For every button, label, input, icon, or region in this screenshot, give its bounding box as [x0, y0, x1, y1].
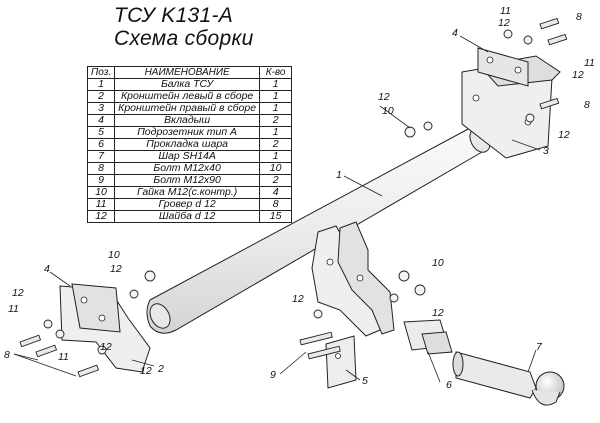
bom-pos: 2 [86, 90, 116, 103]
callout-8-right: 8 [584, 99, 590, 111]
bom-qty: 4 [259, 186, 293, 199]
bom-pos: 12 [86, 210, 116, 223]
bom-name: Подрозетник тип А [114, 126, 261, 139]
bom-pos: 10 [86, 186, 116, 199]
callout-2: 2 [157, 363, 164, 375]
callout-4-left: 4 [44, 263, 50, 275]
ball-pads [403, 319, 453, 355]
bom-header-name: НАИМЕНОВАНИЕ [114, 66, 261, 79]
bom-qty: 1 [259, 126, 293, 139]
bom-pos: 11 [86, 198, 116, 211]
bom-pos: 5 [86, 126, 116, 139]
bom-pos: 6 [86, 138, 116, 151]
bom-name: Прокладка шара [114, 138, 261, 151]
bolts [19, 17, 568, 378]
bom-header-pos: Поз. [86, 66, 116, 79]
callout-8-top: 8 [576, 11, 582, 23]
bom-qty: 1 [259, 90, 293, 103]
bom-name: Шайба d 12 [114, 210, 261, 223]
bom-header-qty: К-во [259, 66, 293, 79]
callout-9: 9 [270, 369, 276, 381]
leader-lines [13, 35, 541, 383]
bom-qty: 15 [259, 210, 293, 223]
bom-name: Кронштейн левый в сборе [114, 90, 261, 103]
title-line-1: ТСУ K131-А [114, 4, 234, 27]
callout-8-left: 8 [4, 349, 10, 361]
bom-pos: 4 [86, 114, 116, 127]
callout-3: 3 [543, 145, 549, 157]
bom-pos: 1 [86, 78, 116, 91]
title-line-2: Схема сборки [114, 27, 254, 50]
callout-11-left: 11 [8, 303, 19, 315]
right-insert-plate [477, 47, 529, 87]
callout-11-left2: 11 [58, 351, 69, 363]
bom-name: Кронштейн правый в сборе [114, 102, 261, 115]
bom-qty: 2 [259, 114, 293, 127]
callout-12-right: 12 [572, 69, 584, 81]
bom-qty: 1 [259, 150, 293, 163]
callout-6: 6 [446, 379, 452, 391]
callout-5: 5 [362, 375, 368, 387]
bom-name: Болт М12х90 [114, 174, 261, 187]
bom-qty: 2 [259, 138, 293, 151]
nuts-washers [43, 29, 535, 355]
bom-pos: 8 [86, 162, 116, 175]
callout-1: 1 [336, 169, 342, 181]
callout-12-left2: 12 [110, 263, 122, 275]
callout-10-top: 10 [382, 105, 394, 117]
callout-7: 7 [536, 341, 543, 353]
bom-name: Гайка М12(с.контр.) [114, 186, 261, 199]
bom-qty: 10 [259, 162, 293, 175]
bom-qty: 8 [259, 198, 293, 211]
left-bracket [59, 283, 151, 373]
callout-11-right: 11 [584, 57, 595, 69]
callout-12-left3: 12 [100, 341, 112, 353]
callout-10-left: 10 [108, 249, 120, 261]
callout-labels: 1 2 3 4 4 5 6 7 8 8 8 9 10 10 10 11 11 1… [4, 5, 595, 391]
bom-header-row: Поз. НАИМЕНОВАНИЕ К-во [86, 66, 293, 79]
callout-4-top: 4 [452, 27, 458, 39]
bom-name: Вкладыш [114, 114, 261, 127]
bom-name: Болт М12х40 [114, 162, 261, 175]
bom-pos: 7 [86, 150, 116, 163]
callout-12-bolt: 12 [292, 293, 304, 305]
bom-qty: 1 [259, 78, 293, 91]
socket-plate [325, 335, 357, 389]
bom-qty: 1 [259, 102, 293, 115]
tow-ball [452, 351, 565, 406]
bom-name: Шар SH14A [114, 150, 261, 163]
callout-10-right: 10 [432, 257, 444, 269]
callout-12-low: 12 [140, 365, 152, 377]
callout-12-right2: 12 [558, 129, 570, 141]
bom-name: Гровер d 12 [114, 198, 261, 211]
bom-pos: 9 [86, 174, 116, 187]
callout-12-top: 12 [498, 17, 510, 29]
callout-12-mid: 12 [432, 307, 444, 319]
center-bracket [311, 221, 395, 337]
diagram-title: ТСУ K131-А Схема сборки [114, 4, 284, 50]
callout-11-top: 11 [500, 5, 511, 17]
bom-pos: 3 [86, 102, 116, 115]
bom-name: Балка ТСУ [114, 78, 261, 91]
callout-12-topleft: 12 [378, 91, 390, 103]
callout-12-left: 12 [12, 287, 24, 299]
bom-qty: 2 [259, 174, 293, 187]
